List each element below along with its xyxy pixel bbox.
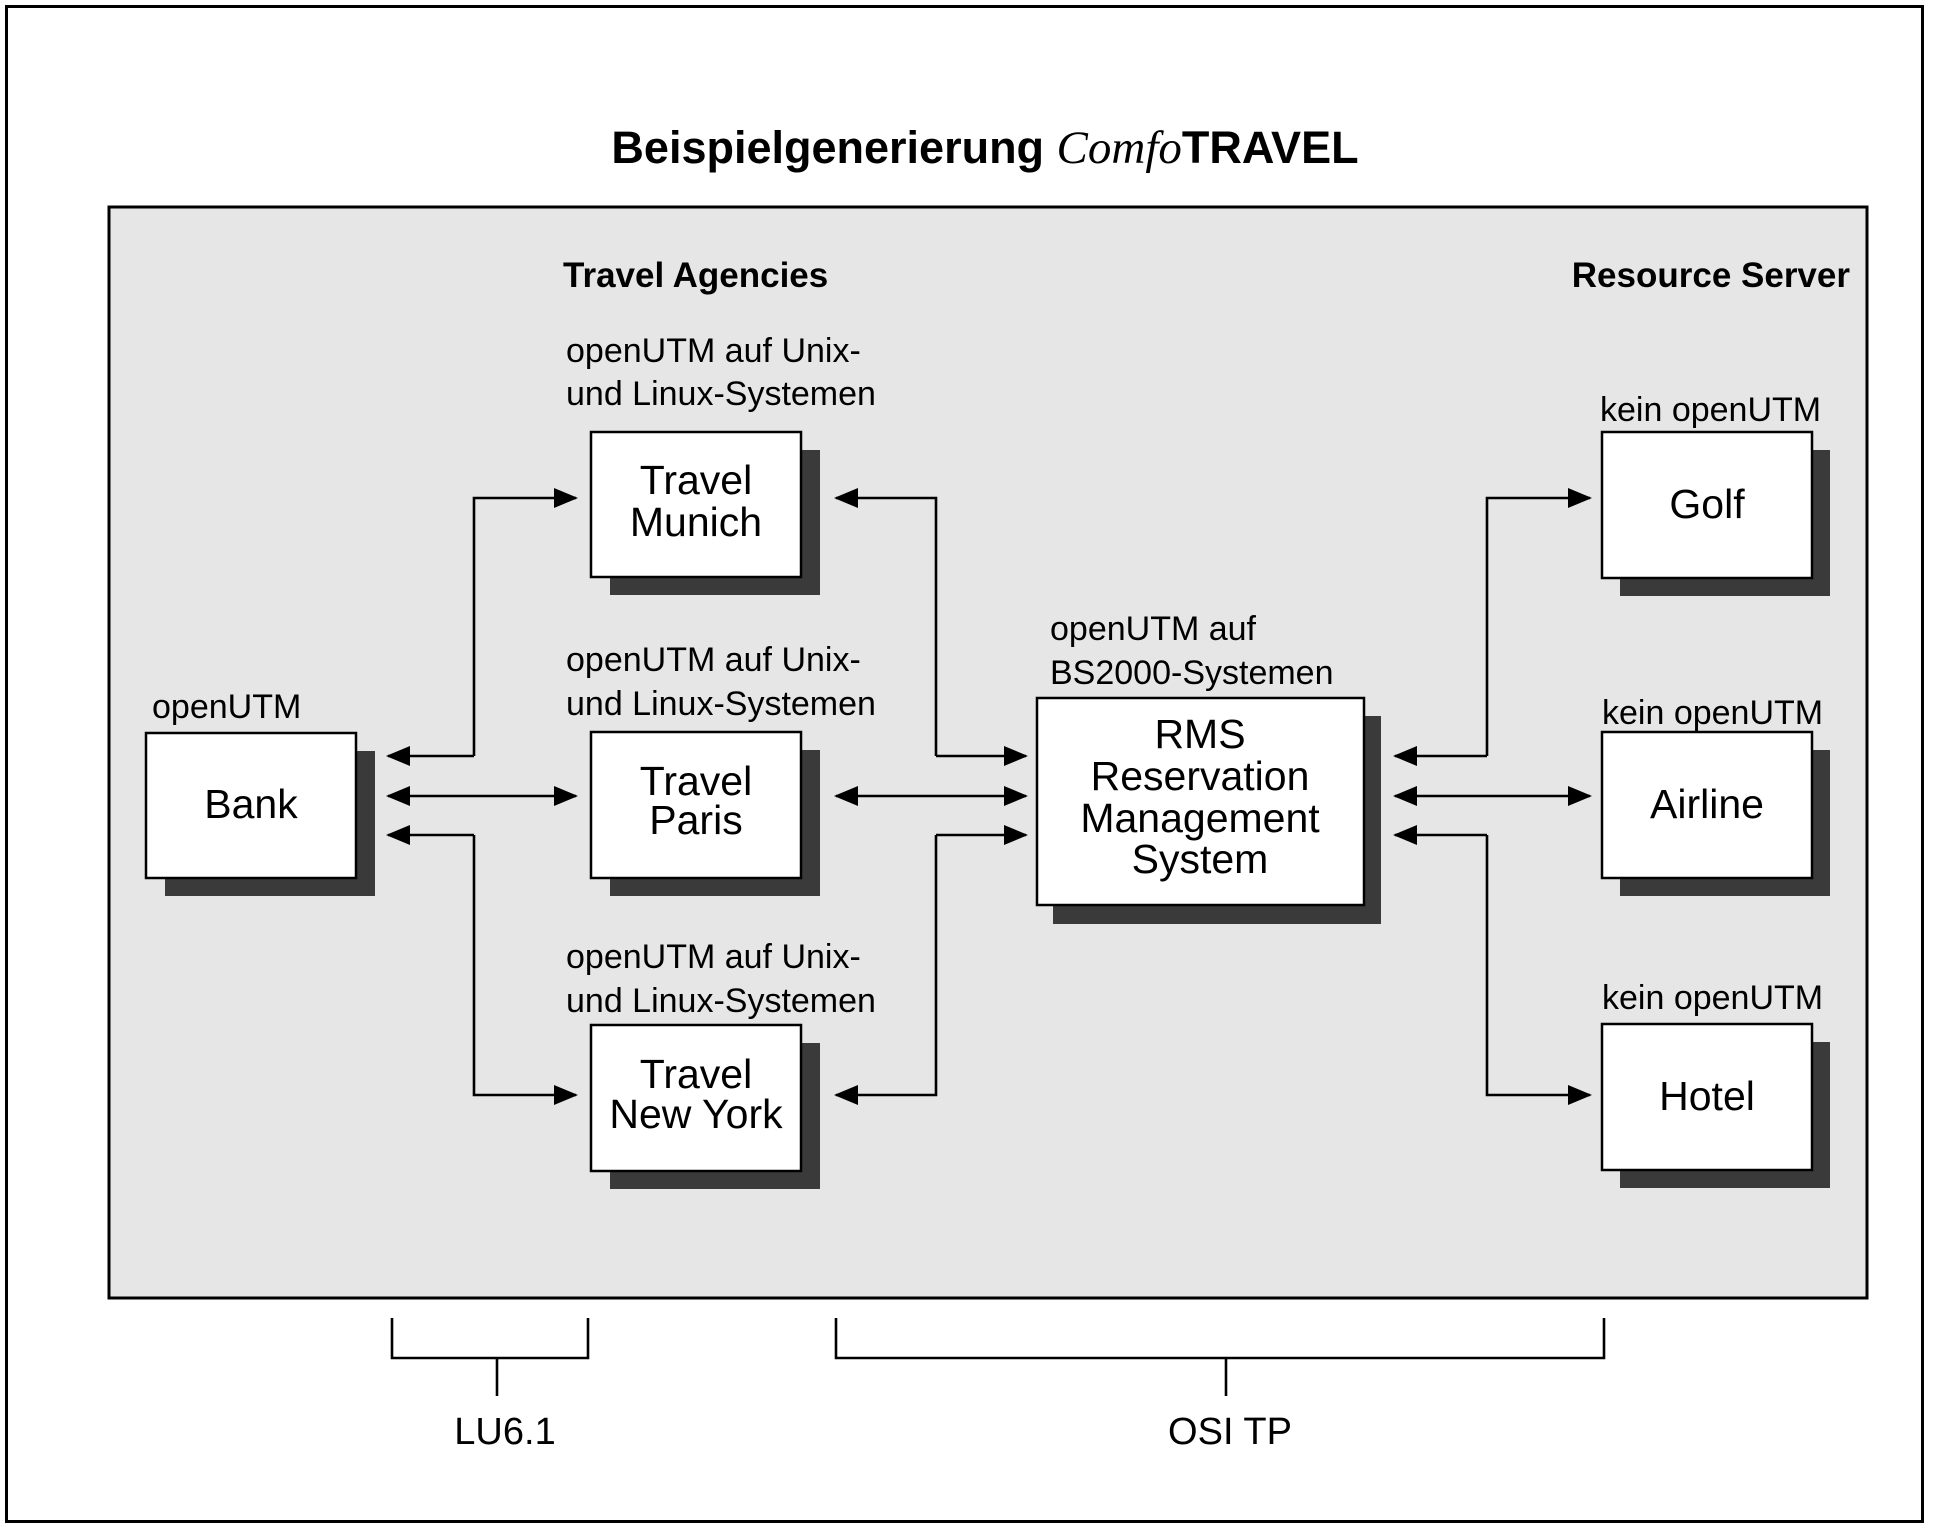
travel-munich-node: Travel Munich: [589, 430, 820, 595]
osi-tp-bracket: [834, 1318, 1606, 1396]
protocol-osi-tp: OSI TP: [1168, 1411, 1292, 1453]
paris-label-line2: Paris: [649, 797, 742, 843]
section-resource-server: Resource Server: [1572, 256, 1851, 295]
link-rms-newyork: [834, 835, 938, 1105]
lu61-bracket: [390, 1318, 590, 1396]
rms-label-line4: System: [1132, 836, 1269, 882]
hotel-caption: kein openUTM: [1602, 979, 1823, 1017]
agency-rms-links: [834, 488, 1028, 1105]
diagram-title: Beispielgenerierung ComfoTRAVEL: [611, 122, 1358, 174]
link-rms-hotel: [1485, 835, 1592, 1105]
munich-label-line2: Munich: [630, 499, 762, 545]
travel-paris-node: Travel Paris: [589, 730, 820, 896]
bank-node: Bank: [144, 731, 375, 896]
rms-caption-line2: BS2000-Systemen: [1050, 654, 1334, 692]
bank-caption: openUTM: [152, 688, 301, 726]
newyork-caption-line1: openUTM auf Unix-: [566, 938, 861, 976]
paris-caption-line1: openUTM auf Unix-: [566, 641, 861, 679]
protocol-lu61: LU6.1: [454, 1411, 555, 1453]
newyork-label-line1: Travel: [640, 1051, 752, 1097]
rms-node: RMS Reservation Management System: [1035, 696, 1381, 924]
paris-caption-line2: und Linux-Systemen: [566, 685, 876, 723]
airline-caption: kein openUTM: [1602, 694, 1823, 732]
munich-caption-line2: und Linux-Systemen: [566, 375, 876, 413]
golf-node: Golf: [1600, 430, 1830, 596]
bank-agency-links: [386, 488, 578, 1105]
newyork-caption-line2: und Linux-Systemen: [566, 982, 876, 1020]
link-bank-newyork: [472, 835, 578, 1105]
rms-resource-links: [1393, 488, 1592, 1105]
newyork-label-line2: New York: [609, 1091, 783, 1137]
travel-newyork-node: Travel New York: [589, 1023, 820, 1189]
paris-label-line1: Travel: [640, 758, 752, 804]
munich-label-line1: Travel: [640, 457, 752, 503]
rms-label-line1: RMS: [1154, 711, 1245, 757]
section-travel-agencies: Travel Agencies: [563, 256, 828, 295]
hotel-label: Hotel: [1659, 1073, 1755, 1119]
rms-label-line3: Management: [1080, 795, 1320, 841]
link-rms-munich: [834, 488, 938, 756]
airline-label: Airline: [1650, 781, 1764, 827]
bank-label: Bank: [204, 781, 298, 827]
munich-caption-line1: openUTM auf Unix-: [566, 332, 861, 370]
link-rms-golf: [1485, 488, 1592, 756]
rms-label-line2: Reservation: [1091, 753, 1310, 799]
golf-label: Golf: [1669, 481, 1745, 527]
link-bank-munich: [472, 488, 578, 756]
rms-caption-line1: openUTM auf: [1050, 610, 1257, 648]
golf-caption: kein openUTM: [1600, 391, 1821, 429]
airline-node: Airline: [1600, 730, 1830, 896]
hotel-node: Hotel: [1600, 1022, 1830, 1188]
